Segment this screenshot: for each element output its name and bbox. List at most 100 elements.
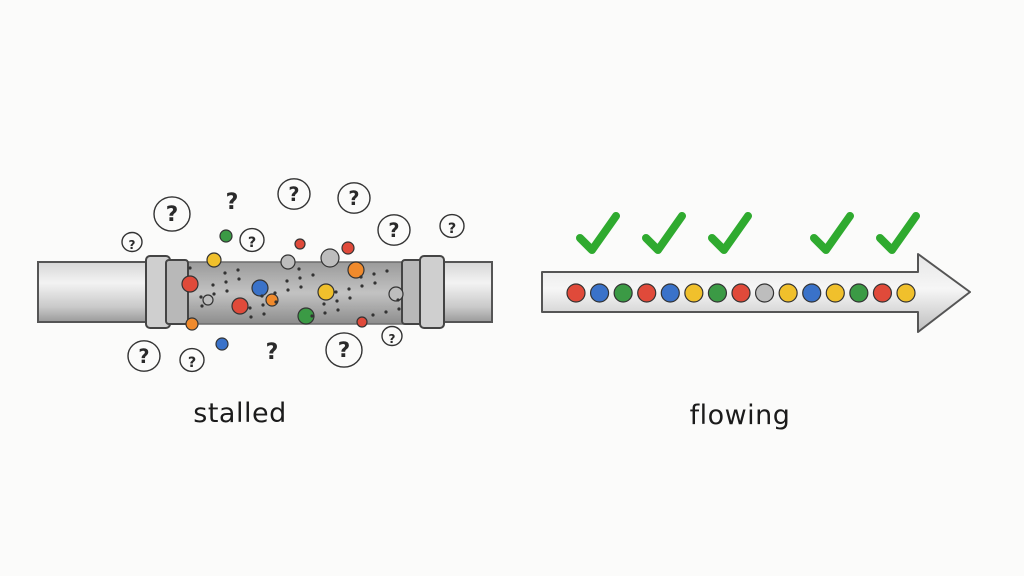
debris-dot xyxy=(211,283,215,287)
clog-ball xyxy=(317,283,335,301)
debris-dot xyxy=(310,314,314,318)
question-mark: ? xyxy=(248,235,256,251)
flow-ball xyxy=(825,283,845,303)
flow-ball xyxy=(684,283,704,303)
flow-ball xyxy=(802,283,822,303)
thought-bubble xyxy=(239,227,265,253)
flow-ball xyxy=(731,283,751,303)
clog-ball xyxy=(280,254,296,270)
flow-ball xyxy=(849,283,869,303)
pipe-left-segment xyxy=(37,261,157,323)
debris-dot xyxy=(248,306,252,310)
thought-bubble xyxy=(277,178,311,210)
flow-ball xyxy=(872,283,893,303)
checkmark-icon xyxy=(576,212,620,254)
debris-dot xyxy=(373,281,377,285)
checkmarks xyxy=(576,212,920,254)
thought-bubble xyxy=(381,325,403,347)
clog-ball xyxy=(202,294,214,306)
question-mark: ? xyxy=(129,238,136,252)
clog-ball xyxy=(297,307,315,325)
debris-dot xyxy=(273,291,277,295)
debris-dot xyxy=(323,311,327,315)
debris-dot xyxy=(212,292,216,296)
question-mark: ? xyxy=(266,340,279,365)
debris-dot xyxy=(348,296,352,300)
flow-ball xyxy=(754,283,775,303)
question-mark: ? xyxy=(388,219,399,242)
debris-dot xyxy=(261,303,265,307)
clog-ball xyxy=(347,261,365,279)
clogged-balls xyxy=(181,229,404,351)
thought-bubble xyxy=(127,340,161,372)
question-mark: ? xyxy=(348,187,359,210)
debris-dot xyxy=(299,285,303,289)
debris-dot xyxy=(262,312,266,316)
flow-ball xyxy=(707,283,728,303)
debris-dot xyxy=(371,313,375,317)
debris-dot xyxy=(249,315,253,319)
debris-dot xyxy=(200,304,204,308)
clog-ball xyxy=(185,317,199,331)
clog-ball xyxy=(206,252,222,268)
right-flange xyxy=(401,255,445,329)
debris-dot xyxy=(359,275,363,279)
clog-ball xyxy=(181,275,199,293)
debris-dot xyxy=(347,287,351,291)
question-mark: ? xyxy=(448,221,456,237)
flow-ball xyxy=(613,283,633,303)
checkmark-icon xyxy=(642,212,686,254)
clog-ball xyxy=(294,238,306,250)
debris-dot xyxy=(223,271,227,275)
debris-dot xyxy=(298,276,302,280)
clog-ball xyxy=(265,293,279,307)
thought-bubble xyxy=(337,182,371,214)
debris-dot xyxy=(384,310,388,314)
flow-ball xyxy=(660,283,680,303)
question-mark: ? xyxy=(166,202,179,227)
clog-ball xyxy=(251,279,269,297)
clog-ball xyxy=(388,286,404,302)
flow-ball xyxy=(637,283,657,303)
flow-ball xyxy=(566,283,586,303)
flowing-arrow xyxy=(541,212,971,333)
clogged-section xyxy=(185,261,407,325)
thought-bubble xyxy=(179,347,205,373)
clog-ball xyxy=(231,297,249,315)
debris-dot xyxy=(360,284,364,288)
debris-dot xyxy=(286,288,290,292)
debris-dot xyxy=(236,268,240,272)
flow-ball xyxy=(589,283,610,303)
debris-dot xyxy=(336,308,340,312)
debris-dot xyxy=(372,272,376,276)
thought-bubble xyxy=(325,332,363,368)
debris-dot xyxy=(224,280,228,284)
clog-ball xyxy=(341,241,355,255)
thought-bubble xyxy=(121,231,143,253)
question-mark: ? xyxy=(226,190,239,215)
left-flange xyxy=(145,255,189,329)
question-mark: ? xyxy=(288,183,299,206)
debris-dot xyxy=(199,295,203,299)
debris-dot xyxy=(225,289,229,293)
debris-dot xyxy=(237,277,241,281)
clog-ball xyxy=(320,248,340,268)
question-mark: ? xyxy=(188,355,196,371)
question-mark: ? xyxy=(338,338,351,363)
debris-dot xyxy=(335,299,339,303)
checkmark-icon xyxy=(810,212,854,254)
checkmark-icon xyxy=(876,212,920,254)
debris-dot xyxy=(396,298,400,302)
clog-ball xyxy=(215,337,229,351)
flow-ball xyxy=(896,283,916,303)
flow-ball xyxy=(778,283,798,303)
flowing-label: flowing xyxy=(689,400,791,431)
stalled-label: stalled xyxy=(193,398,287,429)
flowing-balls xyxy=(566,283,916,303)
stalled-pipe: ????????????? xyxy=(37,178,493,373)
debris-dot xyxy=(260,294,264,298)
clog-ball xyxy=(356,316,368,328)
debris-dot xyxy=(285,279,289,283)
